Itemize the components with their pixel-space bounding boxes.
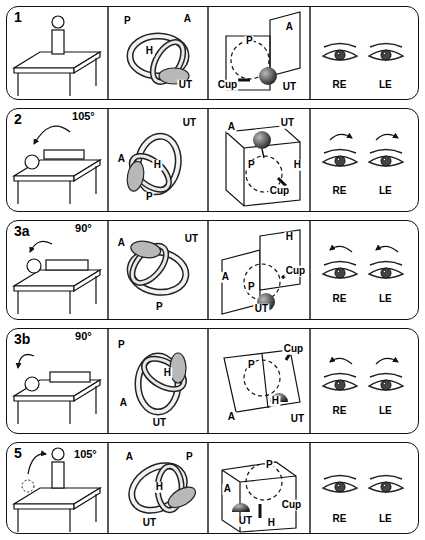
part-label: P xyxy=(247,282,256,293)
part-label: P xyxy=(123,16,132,27)
part-label: P xyxy=(185,452,194,463)
part-label: UT xyxy=(238,516,253,527)
step-number: 2 xyxy=(14,112,22,127)
eye-label: RE xyxy=(331,294,347,305)
part-label: A xyxy=(221,272,230,283)
part-label: P xyxy=(265,460,274,471)
part-label: H xyxy=(155,482,164,493)
part-label: A xyxy=(117,238,126,249)
step-number: 1 xyxy=(14,10,22,25)
eye-label: LE xyxy=(378,406,393,417)
part-label: A xyxy=(125,452,134,463)
part-label: P xyxy=(145,192,154,203)
part-label: Cup xyxy=(269,186,290,197)
part-label: UT xyxy=(282,82,297,93)
part-label: A xyxy=(227,122,236,133)
part-label: A xyxy=(119,398,128,409)
part-label: UT xyxy=(182,118,197,129)
angle-label: 105° xyxy=(71,112,96,124)
eye-label: RE xyxy=(331,514,347,525)
part-label: H xyxy=(267,518,276,529)
angle-label: 105° xyxy=(73,450,98,462)
part-label: UT xyxy=(290,414,305,425)
step-number: 5 xyxy=(14,446,22,461)
part-label: H xyxy=(145,46,154,57)
part-label: UT xyxy=(152,418,167,429)
eye-label: LE xyxy=(378,514,393,525)
part-label: UT xyxy=(254,304,269,315)
maneuver-step-panel: 1PAHUTPAUTCupRELE xyxy=(6,6,419,100)
part-label: UT xyxy=(280,118,295,129)
part-label: P xyxy=(247,360,256,371)
part-label: H xyxy=(285,232,294,243)
part-label: A xyxy=(223,484,232,495)
eye-label: RE xyxy=(331,80,347,91)
eye-label: LE xyxy=(378,186,393,197)
maneuver-step-panel: 2 105° A UT H P A UT H P Cup RE LE xyxy=(6,108,419,212)
part-label: A xyxy=(285,22,294,33)
part-label: UT xyxy=(142,518,157,529)
step-number: 3b xyxy=(14,332,30,347)
part-label: UT xyxy=(178,80,193,91)
step-number: 3a xyxy=(14,224,30,239)
part-label: H xyxy=(293,160,302,171)
maneuver-step-panel: 3b 90° P H A UT P CupA H UT RE LE xyxy=(6,328,419,434)
part-label: A xyxy=(117,154,126,165)
part-label: P xyxy=(155,302,164,313)
part-label: A xyxy=(183,14,192,25)
part-label: Cup xyxy=(217,80,238,91)
angle-label: 90° xyxy=(74,224,93,236)
part-label: P xyxy=(245,36,254,47)
eye-label: LE xyxy=(378,80,393,91)
maneuver-step-panel: 3a90°AUTPAHPCupUTRELE xyxy=(6,220,419,320)
part-label: P xyxy=(247,160,256,171)
maneuver-step-panel: 5 105° A P H UT A P UT H CupRE LE xyxy=(6,442,419,534)
part-label: A xyxy=(227,412,236,423)
part-label: Cup xyxy=(285,266,306,277)
part-label: Cup xyxy=(281,500,302,511)
part-label: H xyxy=(153,160,162,171)
part-label: P xyxy=(117,340,126,351)
part-label: H xyxy=(163,368,172,379)
eye-label: LE xyxy=(378,294,393,305)
part-label: UT xyxy=(184,234,199,245)
part-label: Cup xyxy=(283,344,304,355)
part-label: H xyxy=(271,396,280,407)
eye-label: RE xyxy=(331,406,347,417)
eye-label: RE xyxy=(331,186,347,197)
angle-label: 90° xyxy=(74,332,93,344)
